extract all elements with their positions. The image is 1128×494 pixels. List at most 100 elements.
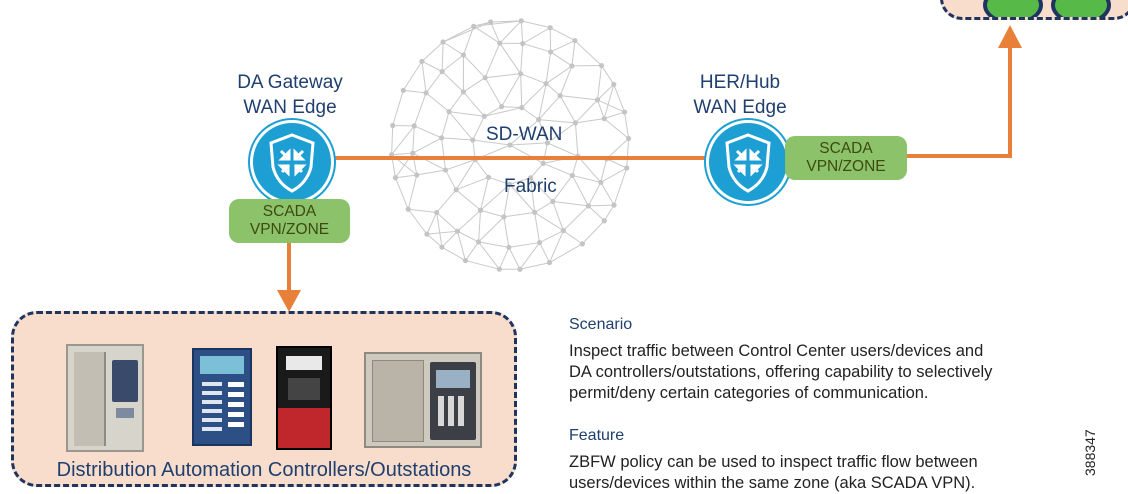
mesh-node xyxy=(434,209,440,216)
mesh-node xyxy=(438,135,445,141)
da-gateway-title-line2: WAN Edge xyxy=(243,97,337,118)
mesh-node xyxy=(544,140,551,146)
da-gateway-title: DA Gateway WAN Edge xyxy=(200,70,380,120)
mesh-node xyxy=(517,266,523,272)
mesh-node xyxy=(543,80,549,87)
mesh-node xyxy=(440,39,446,45)
mesh-node xyxy=(507,142,513,148)
distribution-automation-label: Distribution Automation Controllers/Outs… xyxy=(56,459,472,481)
mesh-node xyxy=(442,167,449,173)
mesh-node xyxy=(453,187,459,193)
figure-id: 388347 xyxy=(1082,429,1098,476)
zone-right-line2: VPN/ZONE xyxy=(806,158,886,175)
fabric-label: Fabric xyxy=(504,176,557,197)
mesh-node xyxy=(470,137,476,143)
mesh-node xyxy=(557,93,563,99)
her-hub-title: HER/Hub WAN Edge xyxy=(660,70,820,120)
mesh-node xyxy=(460,89,467,95)
zone-left-line2: VPN/ZONE xyxy=(249,221,330,238)
feature-text: ZBFW policy can be used to inspect traff… xyxy=(569,452,1089,494)
mesh-node xyxy=(536,117,542,123)
control-center-device-icon xyxy=(1051,0,1111,17)
mesh-node xyxy=(501,214,507,220)
mesh-node xyxy=(497,40,503,46)
mesh-node xyxy=(594,97,601,103)
mesh-node xyxy=(601,116,607,122)
mesh-node xyxy=(560,228,566,234)
mesh-node xyxy=(579,241,585,247)
mesh-node xyxy=(598,62,605,69)
mesh-node xyxy=(471,23,477,29)
mesh-node xyxy=(569,63,575,69)
control-center-box xyxy=(940,0,1128,20)
mesh-node xyxy=(519,105,525,111)
mesh-node xyxy=(410,150,416,156)
link-her-to-top xyxy=(900,46,1012,158)
mesh-node xyxy=(572,120,579,126)
mesh-node xyxy=(405,206,411,212)
scada-zone-badge-left: SCADA VPN/ZONE xyxy=(229,199,350,243)
mesh-node xyxy=(454,228,461,234)
mesh-node xyxy=(536,239,543,246)
mesh-node xyxy=(481,113,487,119)
her-hub-router-icon xyxy=(706,120,790,204)
mesh-node xyxy=(518,18,524,24)
mesh-node xyxy=(460,52,467,58)
mesh-node xyxy=(518,71,524,77)
mesh-node xyxy=(462,257,469,264)
arrow-down-head xyxy=(277,290,301,312)
mesh-node xyxy=(520,40,526,47)
mesh-node xyxy=(392,175,399,181)
zone-right-line1: SCADA xyxy=(819,140,873,157)
mesh-node xyxy=(419,58,425,64)
scenario-line1: Inspect traffic between Control Center u… xyxy=(569,342,984,360)
mesh-node xyxy=(506,244,512,250)
mesh-node xyxy=(625,135,632,142)
mesh-node xyxy=(411,123,417,129)
mesh-node xyxy=(477,207,484,213)
mesh-node xyxy=(611,202,617,208)
mesh-node xyxy=(400,87,406,93)
mesh-node xyxy=(611,81,617,88)
feature-line1: ZBFW policy can be used to inspect traff… xyxy=(569,453,978,471)
scenario-line2: DA controllers/outstations, offering cap… xyxy=(569,363,993,381)
scenario-heading: Scenario xyxy=(569,316,633,333)
mesh-node xyxy=(601,218,607,224)
mesh-node xyxy=(585,203,591,209)
mesh-node xyxy=(485,174,492,180)
sdwan-label: SD-WAN xyxy=(486,124,563,145)
mesh-node xyxy=(569,172,575,179)
mesh-node xyxy=(424,231,430,237)
da-gateway-title-line1: DA Gateway xyxy=(237,72,343,93)
da-gateway-router-icon xyxy=(250,120,334,204)
distribution-automation-box: Distribution Automation Controllers/Outs… xyxy=(11,311,517,487)
mesh-node xyxy=(621,109,628,115)
zone-left-line1: SCADA xyxy=(262,203,317,220)
mesh-node xyxy=(540,160,546,166)
mesh-node xyxy=(475,239,482,245)
scada-zone-badge-right: SCADA VPN/ZONE xyxy=(785,136,907,180)
mesh-node xyxy=(548,49,554,55)
scenario-line3: permit/deny certain categories of commun… xyxy=(569,384,929,402)
mesh-node xyxy=(550,198,556,205)
mesh-node xyxy=(414,172,420,178)
mesh-node xyxy=(528,175,534,181)
regulator-control-image xyxy=(276,346,332,450)
mesh-node xyxy=(572,37,578,44)
sdwan-fabric-mesh xyxy=(389,18,632,272)
mesh-node xyxy=(439,244,445,250)
her-hub-title-line1: HER/Hub xyxy=(699,72,781,93)
mesh-node xyxy=(488,19,494,25)
mesh-node xyxy=(423,90,429,96)
controller-cabinet-image xyxy=(66,344,144,452)
mesh-node xyxy=(446,109,452,115)
arrow-up-head xyxy=(998,25,1022,48)
mesh-node xyxy=(624,165,630,171)
her-hub-title-line2: WAN Edge xyxy=(693,97,787,118)
outstation-enclosure-image xyxy=(364,352,482,448)
mesh-node xyxy=(482,75,488,81)
control-center-device-icon xyxy=(983,0,1043,17)
mesh-node xyxy=(390,122,396,129)
mesh-node xyxy=(546,259,553,266)
